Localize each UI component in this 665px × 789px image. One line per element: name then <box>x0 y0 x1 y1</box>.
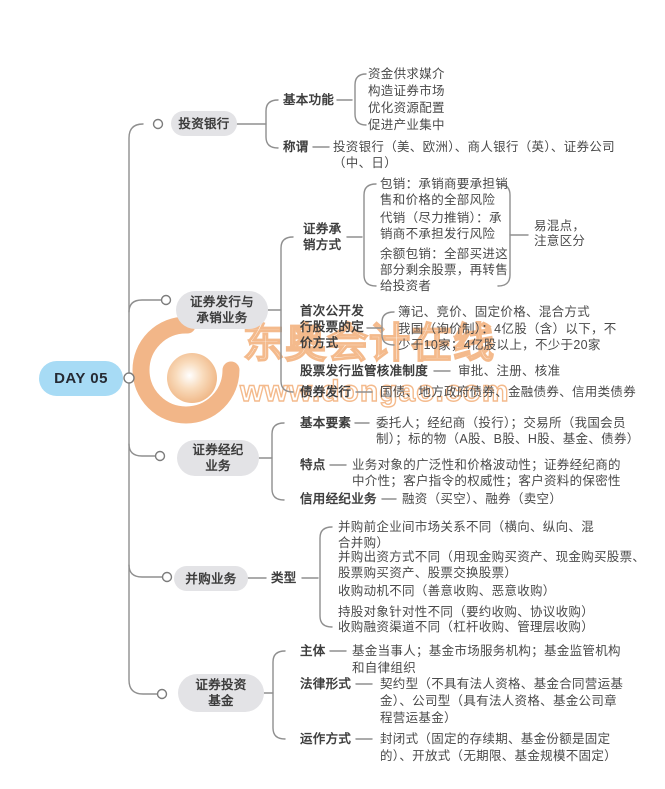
list-item: 构造证券市场 <box>368 84 445 98</box>
list-item: 促进产业集中 <box>368 118 445 132</box>
list-item: 收购动机不同（善意收购、恶意收购） <box>338 584 556 598</box>
list-item: 持股对象针对性不同（要约收购、协议收购） <box>338 605 595 619</box>
junction-dot <box>154 450 166 462</box>
leaf-text-naming: 投资银行（美、欧洲）、商人银行（英）、证券公司（中、日） <box>333 140 615 170</box>
note-confusion-point: 易混点， 注意区分 <box>534 219 586 248</box>
watermark-site-text: www.dongao.com <box>239 375 510 408</box>
branch-node-brokerage[interactable]: 证券经纪 业务 <box>177 440 259 476</box>
list-item: 包销：承销商要承担销售和价格的全部风险 <box>380 177 509 207</box>
leaf-text-features: 业务对象的广泛性和价格波动性；证券经纪商的中介性；客户指令的权威性；客户资料的保… <box>352 458 621 488</box>
root-node-day05[interactable]: DAY 05 <box>39 361 123 396</box>
list-item: 簿记、竞价、固定价格、混合方式 <box>398 305 591 319</box>
list-item: 并购出资方式不同（用现金购买资产、现金购买股票、股票购买资产、股票交换股票） <box>338 550 646 580</box>
list-item: 余额包销：全部买进这部分剩余股票，再转售给投资者 <box>380 247 509 293</box>
list-item: 并购前企业间市场关系不同（横向、纵向、混合并购） <box>338 520 595 550</box>
junction-dot <box>152 118 164 130</box>
leaf-text-bond: 国债、地方政府债券、金融债券、信用类债券 <box>380 385 637 399</box>
dongao-logo-sphere <box>167 353 217 403</box>
branch-elbow <box>128 564 163 578</box>
watermark-brand-text: 东奥会计在线 <box>243 320 495 366</box>
leaf-text-elements: 委托人；经纪商（投行）；交易所（我国会员制）；标的物（A股、B股、H股、基金、债… <box>376 416 640 446</box>
label-naming: 称谓 <box>283 140 309 154</box>
label-type: 类型 <box>271 571 297 585</box>
list-item: 代销（尽力推销）：承销商不承担发行风险 <box>380 211 502 241</box>
label-ipo-pricing: 首次公开发 行股票的定 价方式 <box>300 304 365 350</box>
label-features: 特点 <box>300 458 326 472</box>
leaf-text-legal: 契约型（不具有法人资格、基金合同营运基金）、公司型（具有法人资格、基金公司章程营… <box>380 677 624 725</box>
leaf-text-operation: 封闭式（固定的存续期、基金份额是固定的）、开放式（无期限、基金规模不固定） <box>380 732 617 763</box>
label-regulation: 股票发行监管核准制度 <box>300 364 429 378</box>
branch-elbow <box>128 299 162 313</box>
label-legal-form: 法律形式 <box>300 677 352 691</box>
junction-dot <box>156 688 168 700</box>
label-bond-issuance: 债券发行 <box>300 385 352 399</box>
leaf-text-regulation: 审批、注册、核准 <box>458 364 561 378</box>
junction-dot <box>160 294 172 306</box>
leaf-text-credit: 融资（买空）、融券（卖空） <box>402 492 563 506</box>
branch-elbow <box>128 443 156 457</box>
label-basic-functions: 基本功能 <box>283 93 335 107</box>
branch-node-ma[interactable]: 并购业务 <box>174 566 248 591</box>
label-basic-elements: 基本要素 <box>300 416 352 430</box>
junction-dot <box>123 372 135 384</box>
branch-node-fund[interactable]: 证券投资 基金 <box>178 674 264 712</box>
junction-dot <box>161 571 173 583</box>
label-operation-mode: 运作方式 <box>300 732 352 746</box>
leaf-text-subject: 基金当事人；基金市场服务机构；基金监管机构和自律组织 <box>352 644 621 675</box>
branch-node-securities-issuance[interactable]: 证券发行与 承销业务 <box>176 291 268 329</box>
list-item: 我国（询价制）：4亿股（含）以下，不少于10家；4亿股以上，不少于20家 <box>398 322 617 352</box>
list-item: 收购融资渠道不同（杠杆收购、管理层收购） <box>338 620 595 634</box>
list-item: 优化资源配置 <box>368 101 445 115</box>
label-subject: 主体 <box>300 644 326 658</box>
branch-node-investment-banking[interactable]: 投资银行 <box>171 111 237 136</box>
label-underwriting-methods: 证券承 销方式 <box>303 222 342 252</box>
trunk-line <box>128 123 158 695</box>
label-credit-brokerage: 信用经纪业务 <box>300 492 377 506</box>
list-item: 资金供求媒介 <box>368 67 445 81</box>
